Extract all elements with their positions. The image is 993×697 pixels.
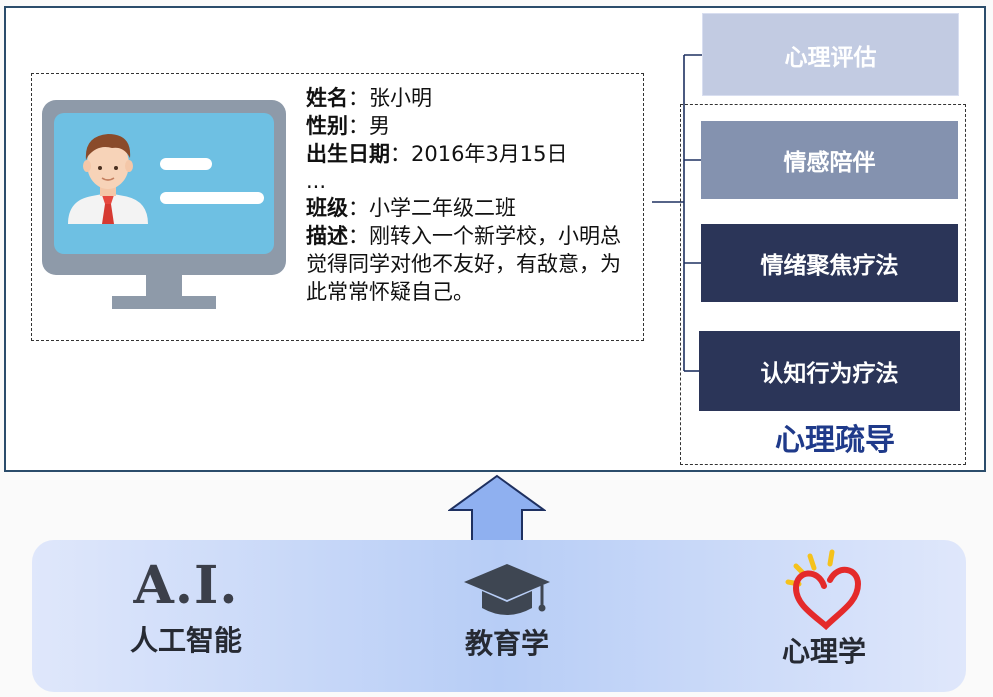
ai-logo-icon: A.I. [133,555,239,616]
gender-value: 男 [369,114,390,138]
gender-label: 性别 [306,114,348,138]
name-label: 姓名 [306,86,348,110]
pillar-ai: A.I. 人工智能 [96,553,276,659]
ellipsis: ... [306,169,327,193]
pillar-education: 教育学 [417,560,597,662]
class-row: 班级：小学二年级二班 [306,194,626,222]
name-row: 姓名：张小明 [306,84,626,112]
stage-cognitive-behavioral-therapy: 认知行为疗法 [699,331,960,411]
separator: ： [348,196,369,220]
dob-value: 2016年3月15日 [411,142,568,166]
pillar-psychology: 心理学 [734,546,914,670]
description-label: 描述 [306,224,348,248]
dob-row: 出生日期：2016年3月15日 [306,140,626,168]
stage-emotion-focused-therapy: 情绪聚焦疗法 [701,224,958,302]
separator: ： [348,114,369,138]
class-label: 班级 [306,196,348,220]
up-arrow-icon [448,474,546,549]
gender-row: 性别：男 [306,112,626,140]
group-title: 心理疏导 [775,423,895,458]
pillar-ai-label: 人工智能 [129,624,242,657]
monitor-avatar-icon [42,100,286,309]
student-info: 姓名：张小明 性别：男 出生日期：2016年3月15日 ... 班级：小学二年级… [306,84,626,306]
class-value: 小学二年级二班 [369,196,516,220]
separator: ： [348,86,369,110]
stage-emotional-companionship: 情感陪伴 [701,121,958,199]
separator: ： [348,224,369,248]
separator: ： [390,142,411,166]
graduation-cap-icon [464,564,550,615]
pillar-education-label: 教育学 [464,627,549,660]
description-row: 描述：刚转入一个新学校，小明总觉得同学对他不友好，有敌意，为此常常怀疑自己。 [306,222,626,306]
stage-assessment: 心理评估 [702,13,959,96]
description-value: 刚转入一个新学校，小明总觉得同学对他不友好，有敌意，为此常常怀疑自己。 [306,224,621,304]
name-value: 张小明 [369,86,432,110]
dob-label: 出生日期 [306,142,390,166]
counseling-group [680,104,966,465]
heart-icon [785,549,862,630]
pillar-psychology-label: 心理学 [781,635,866,668]
